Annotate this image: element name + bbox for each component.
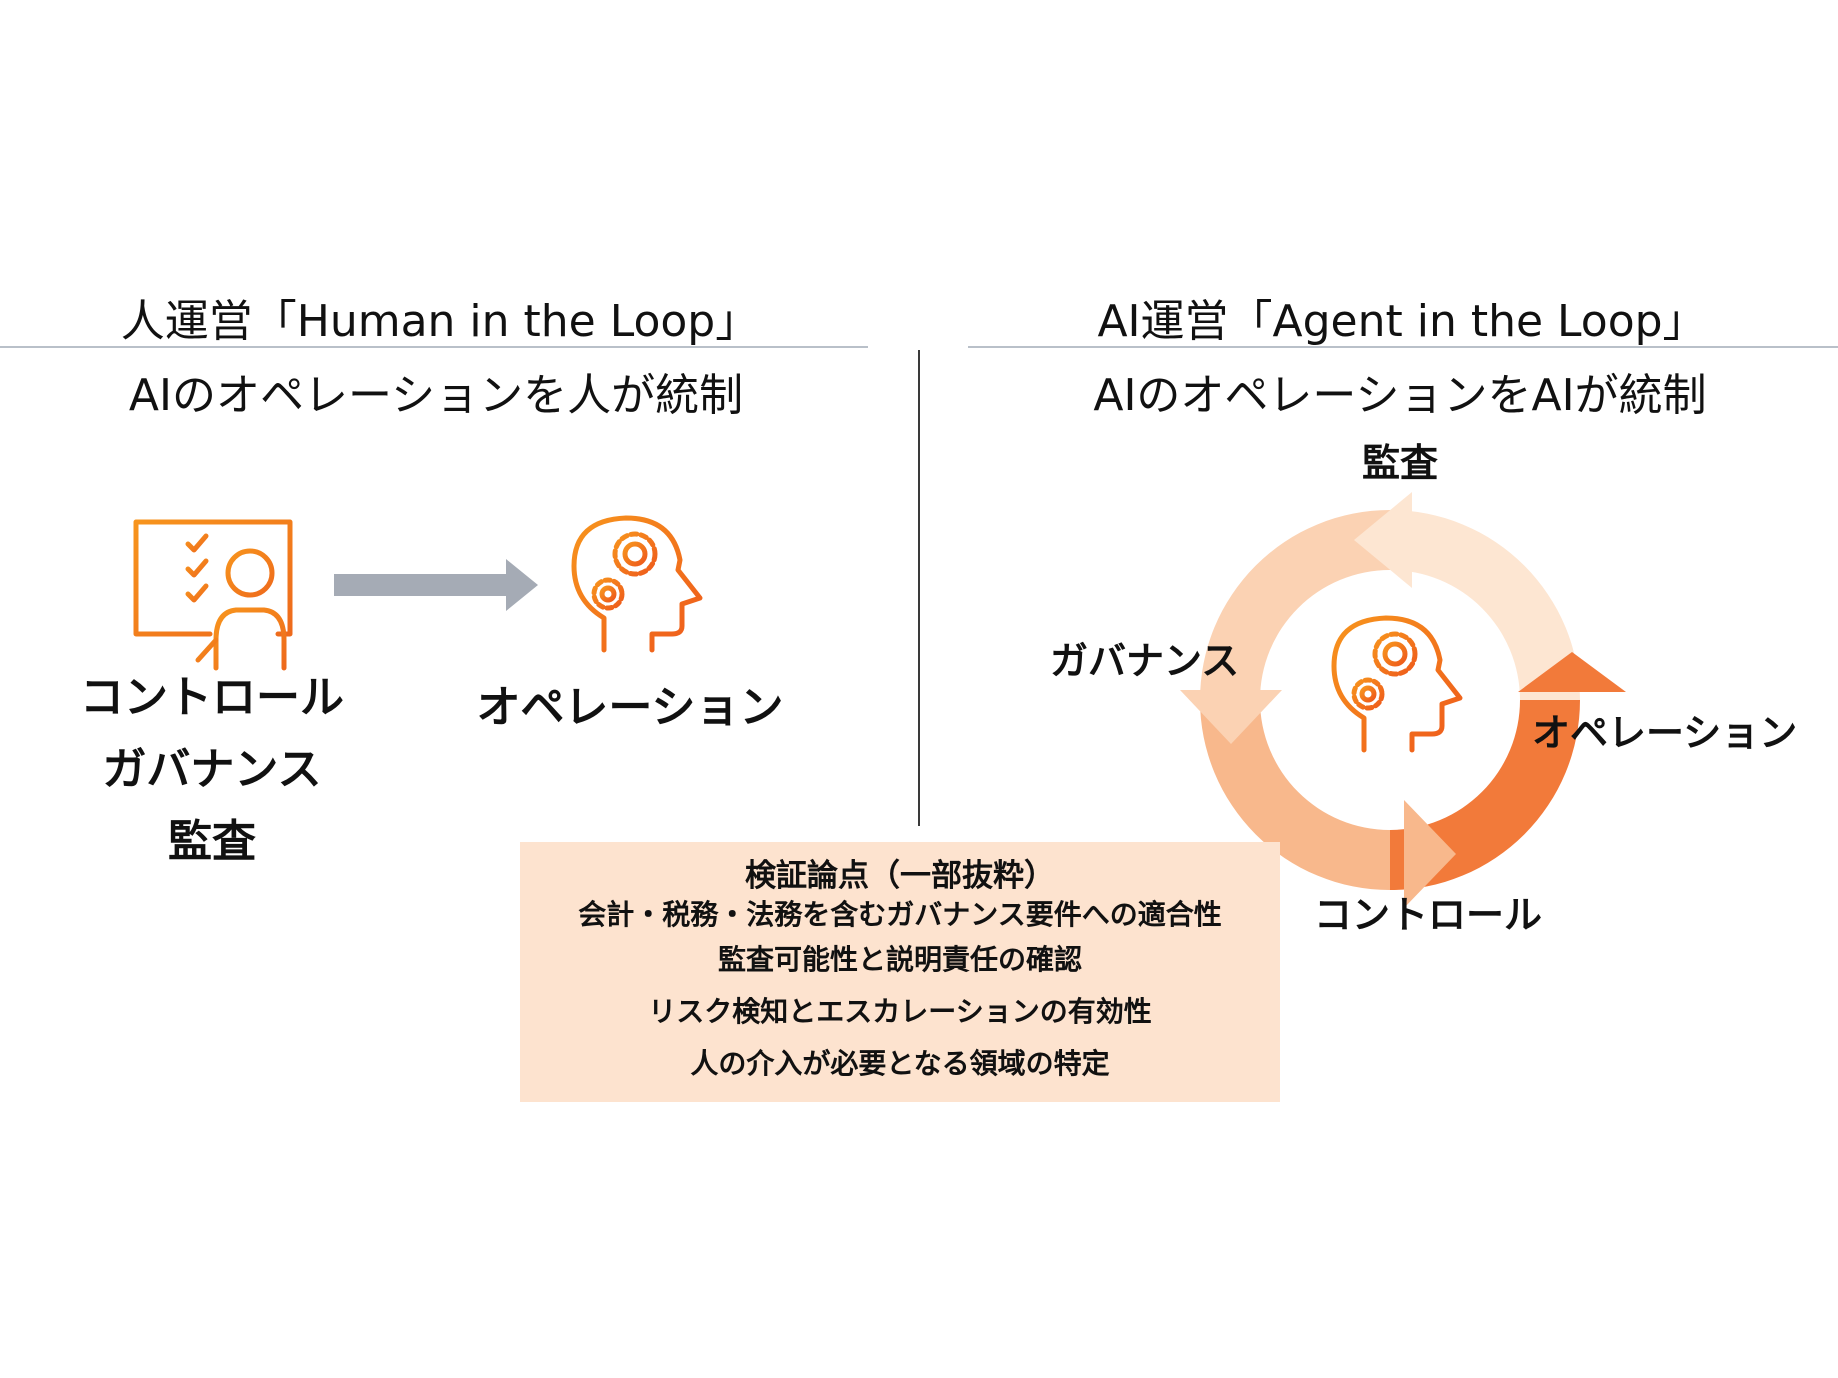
checklist-person-icon [133, 519, 293, 671]
cycle-label-audit: 監査 [1361, 441, 1439, 485]
cycle-label-governance: ガバナンス [1050, 639, 1240, 683]
left-panel-title: 人運営「Human in the Loop」 [120, 296, 760, 347]
verification-point-item: 監査可能性と説明責任の確認 [717, 943, 1082, 977]
human-label-governance: ガバナンス [102, 744, 322, 795]
verification-point-item: 人の介入が必要となる領域の特定 [690, 1046, 1110, 1080]
human-label-control: コントロール [80, 672, 344, 723]
cycle-diagram [1180, 492, 1626, 908]
operation-label: オペレーション [476, 682, 784, 733]
cycle-label-operation: オペレーション [1532, 711, 1798, 755]
right-title-divider [968, 346, 1838, 348]
left-title-divider [0, 346, 868, 348]
gray-right-arrow [334, 559, 538, 611]
verification-points-title: 検証論点（一部抜粋） [745, 858, 1055, 894]
cycle-head-gears-icon [1331, 615, 1463, 753]
verification-point-item: 会計・税務・法務を含むガバナンス要件への適合性 [578, 898, 1222, 932]
verification-point-item: リスク検知とエスカレーションの有効性 [648, 994, 1152, 1028]
cycle-label-control: コントロール [1314, 893, 1543, 937]
verification-points-box: 検証論点（一部抜粋） 会計・税務・法務を含むガバナンス要件への適合性 監査可能性… [520, 842, 1280, 1102]
right-panel-title: AI運営「Agent in the Loop」 [1097, 296, 1707, 347]
human-label-audit: 監査 [168, 816, 256, 867]
left-panel-subtitle: AIのオペレーションを人が統制 [128, 370, 744, 421]
panel-divider [918, 350, 920, 826]
right-panel-subtitle: AIのオペレーションをAIが統制 [1093, 370, 1707, 421]
head-gears-icon [571, 515, 703, 653]
